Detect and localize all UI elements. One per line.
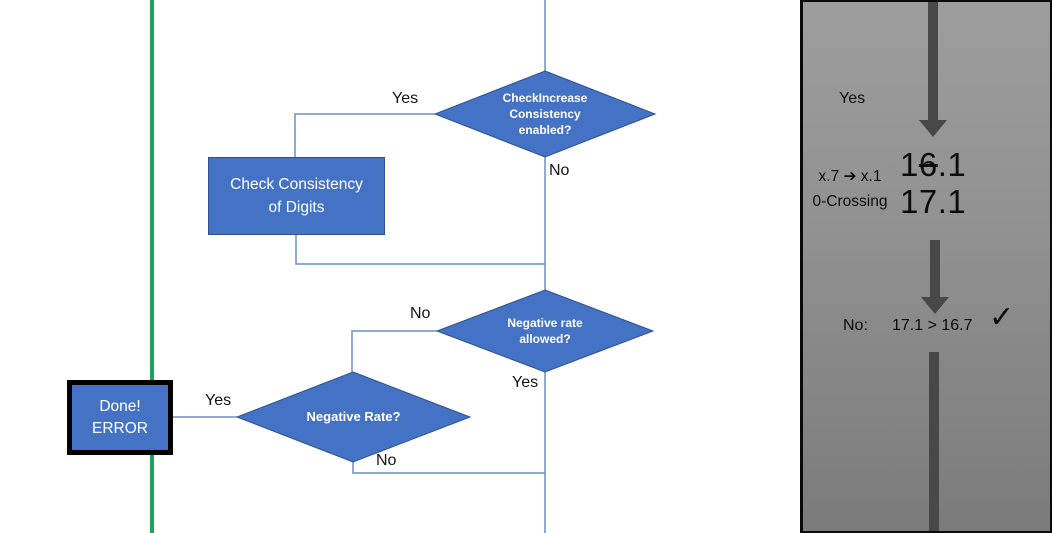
old-value: 16.1: [900, 146, 966, 183]
old-value-suffix: .1: [937, 146, 967, 183]
label-consistency-yes: Yes: [392, 90, 419, 107]
panel-yes-label: Yes: [839, 90, 866, 107]
done-error-line2: ERROR: [92, 419, 148, 437]
label-negative-rate-yes: Yes: [205, 392, 232, 409]
rounding-rule-line1: x.7 ➔ x.1: [818, 168, 882, 185]
label-negative-allowed-yes: Yes: [512, 374, 539, 391]
label-negative-allowed-no: No: [410, 305, 431, 322]
label-negative-rate-no: No: [376, 452, 397, 469]
rounding-rule-line2: 0-Crossing: [812, 193, 888, 210]
down-arrow-1-stem: [928, 2, 938, 120]
process-check-consistency-line2: of Digits: [268, 199, 325, 216]
old-value-struck-digit: 6: [918, 146, 938, 183]
new-value: 17.1: [900, 183, 967, 220]
checkmark-icon: ✓: [989, 301, 1015, 334]
value-correction-text: 16.1 17.1: [900, 146, 966, 220]
comparison-expression: 17.1 > 16.7: [892, 317, 973, 334]
annotation-panel: Yes x.7 ➔ x.1 0-Crossing 16.1 17.1 No: 1…: [800, 0, 1052, 533]
green-guide-line: [150, 0, 154, 533]
panel-no-label: No:: [843, 317, 868, 334]
old-value-prefix: 1: [900, 146, 919, 183]
done-error-box: Done! ERROR: [67, 380, 173, 455]
connector-paths: [173, 0, 546, 533]
down-arrow-3-stem: [929, 352, 939, 531]
done-error-line1: Done!: [99, 397, 141, 415]
process-check-consistency-line1: Check Consistency: [230, 176, 363, 193]
down-arrow-2-head: [921, 297, 949, 314]
decision-diamond-check-increase: [433, 70, 657, 158]
label-consistency-no: No: [549, 162, 570, 179]
decision-diamond-negative-rate-allowed: [435, 289, 655, 373]
decision-diamond-negative-rate: [235, 371, 472, 463]
down-arrow-1-head: [919, 120, 947, 137]
process-check-consistency-box: Check Consistency of Digits: [208, 157, 385, 235]
down-arrow-2-stem: [930, 240, 940, 297]
rounding-rule-text: x.7 ➔ x.1 0-Crossing: [803, 164, 897, 214]
